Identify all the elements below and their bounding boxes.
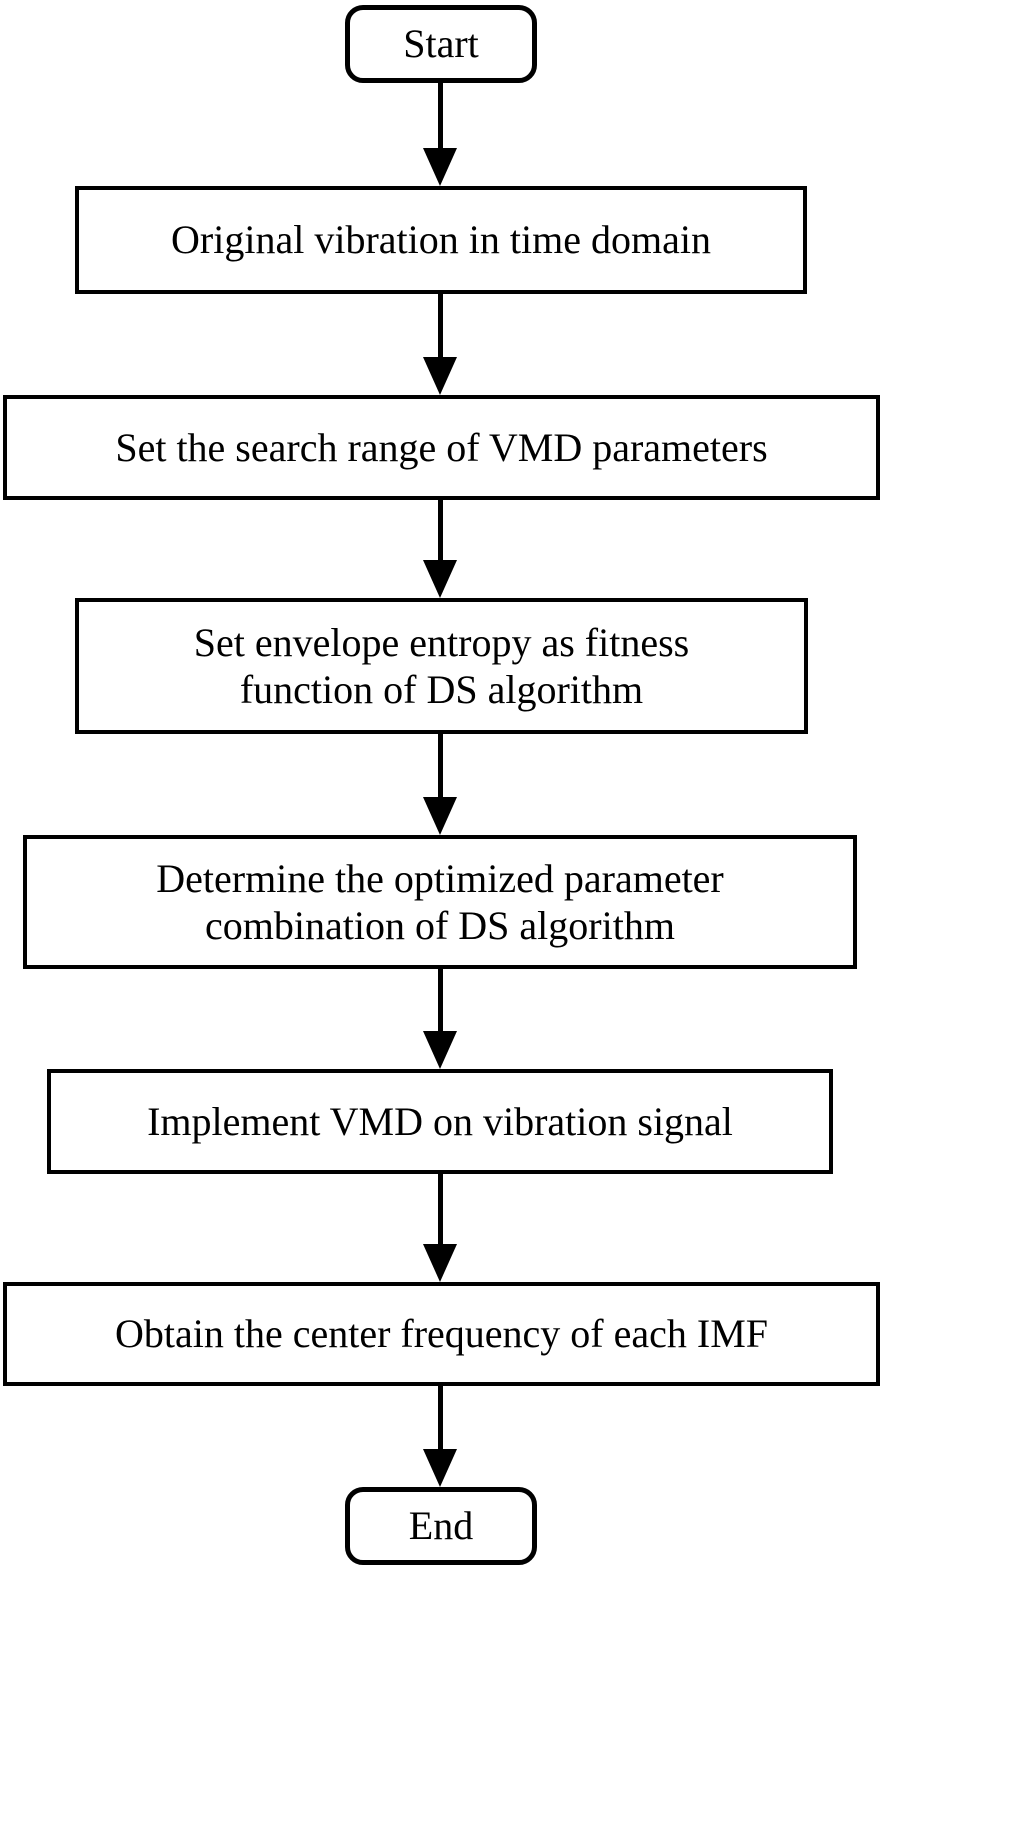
- node-obtain-center-frequency[interactable]: Obtain the center frequency of each IMF: [3, 1282, 880, 1386]
- node-set-fitness-function[interactable]: Set envelope entropy as fitness function…: [75, 598, 808, 734]
- node-original-vibration[interactable]: Original vibration in time domain: [75, 186, 807, 294]
- node-start-label: Start: [403, 21, 479, 67]
- node-set-search-range[interactable]: Set the search range of VMD parameters: [3, 395, 880, 500]
- node-implement-vmd-label: Implement VMD on vibration signal: [147, 1098, 733, 1144]
- arrowhead-icon: [423, 560, 457, 598]
- node-end[interactable]: End: [345, 1487, 537, 1565]
- node-end-label: End: [408, 1503, 474, 1549]
- node-determine-parameters[interactable]: Determine the optimized parameter combin…: [23, 835, 857, 969]
- node-set-fitness-function-label: Set envelope entropy as fitness function…: [193, 619, 690, 712]
- node-obtain-center-frequency-label: Obtain the center frequency of each IMF: [114, 1311, 769, 1357]
- connector-shaft: [438, 294, 443, 359]
- node-determine-parameters-label: Determine the optimized parameter combin…: [156, 855, 724, 948]
- connector-shaft: [438, 500, 443, 562]
- connector-shaft: [438, 1386, 443, 1451]
- node-set-search-range-label: Set the search range of VMD parameters: [115, 424, 768, 470]
- node-implement-vmd[interactable]: Implement VMD on vibration signal: [47, 1069, 833, 1174]
- arrowhead-icon: [423, 1449, 457, 1487]
- connector-shaft: [438, 83, 443, 150]
- arrowhead-icon: [423, 1031, 457, 1069]
- node-start[interactable]: Start: [345, 5, 537, 83]
- arrowhead-icon: [423, 1244, 457, 1282]
- node-original-vibration-label: Original vibration in time domain: [171, 217, 711, 263]
- arrowhead-icon: [423, 148, 457, 186]
- connector-shaft: [438, 734, 443, 799]
- connector-shaft: [438, 1174, 443, 1246]
- arrowhead-icon: [423, 797, 457, 835]
- arrowhead-icon: [423, 357, 457, 395]
- connector-shaft: [438, 969, 443, 1033]
